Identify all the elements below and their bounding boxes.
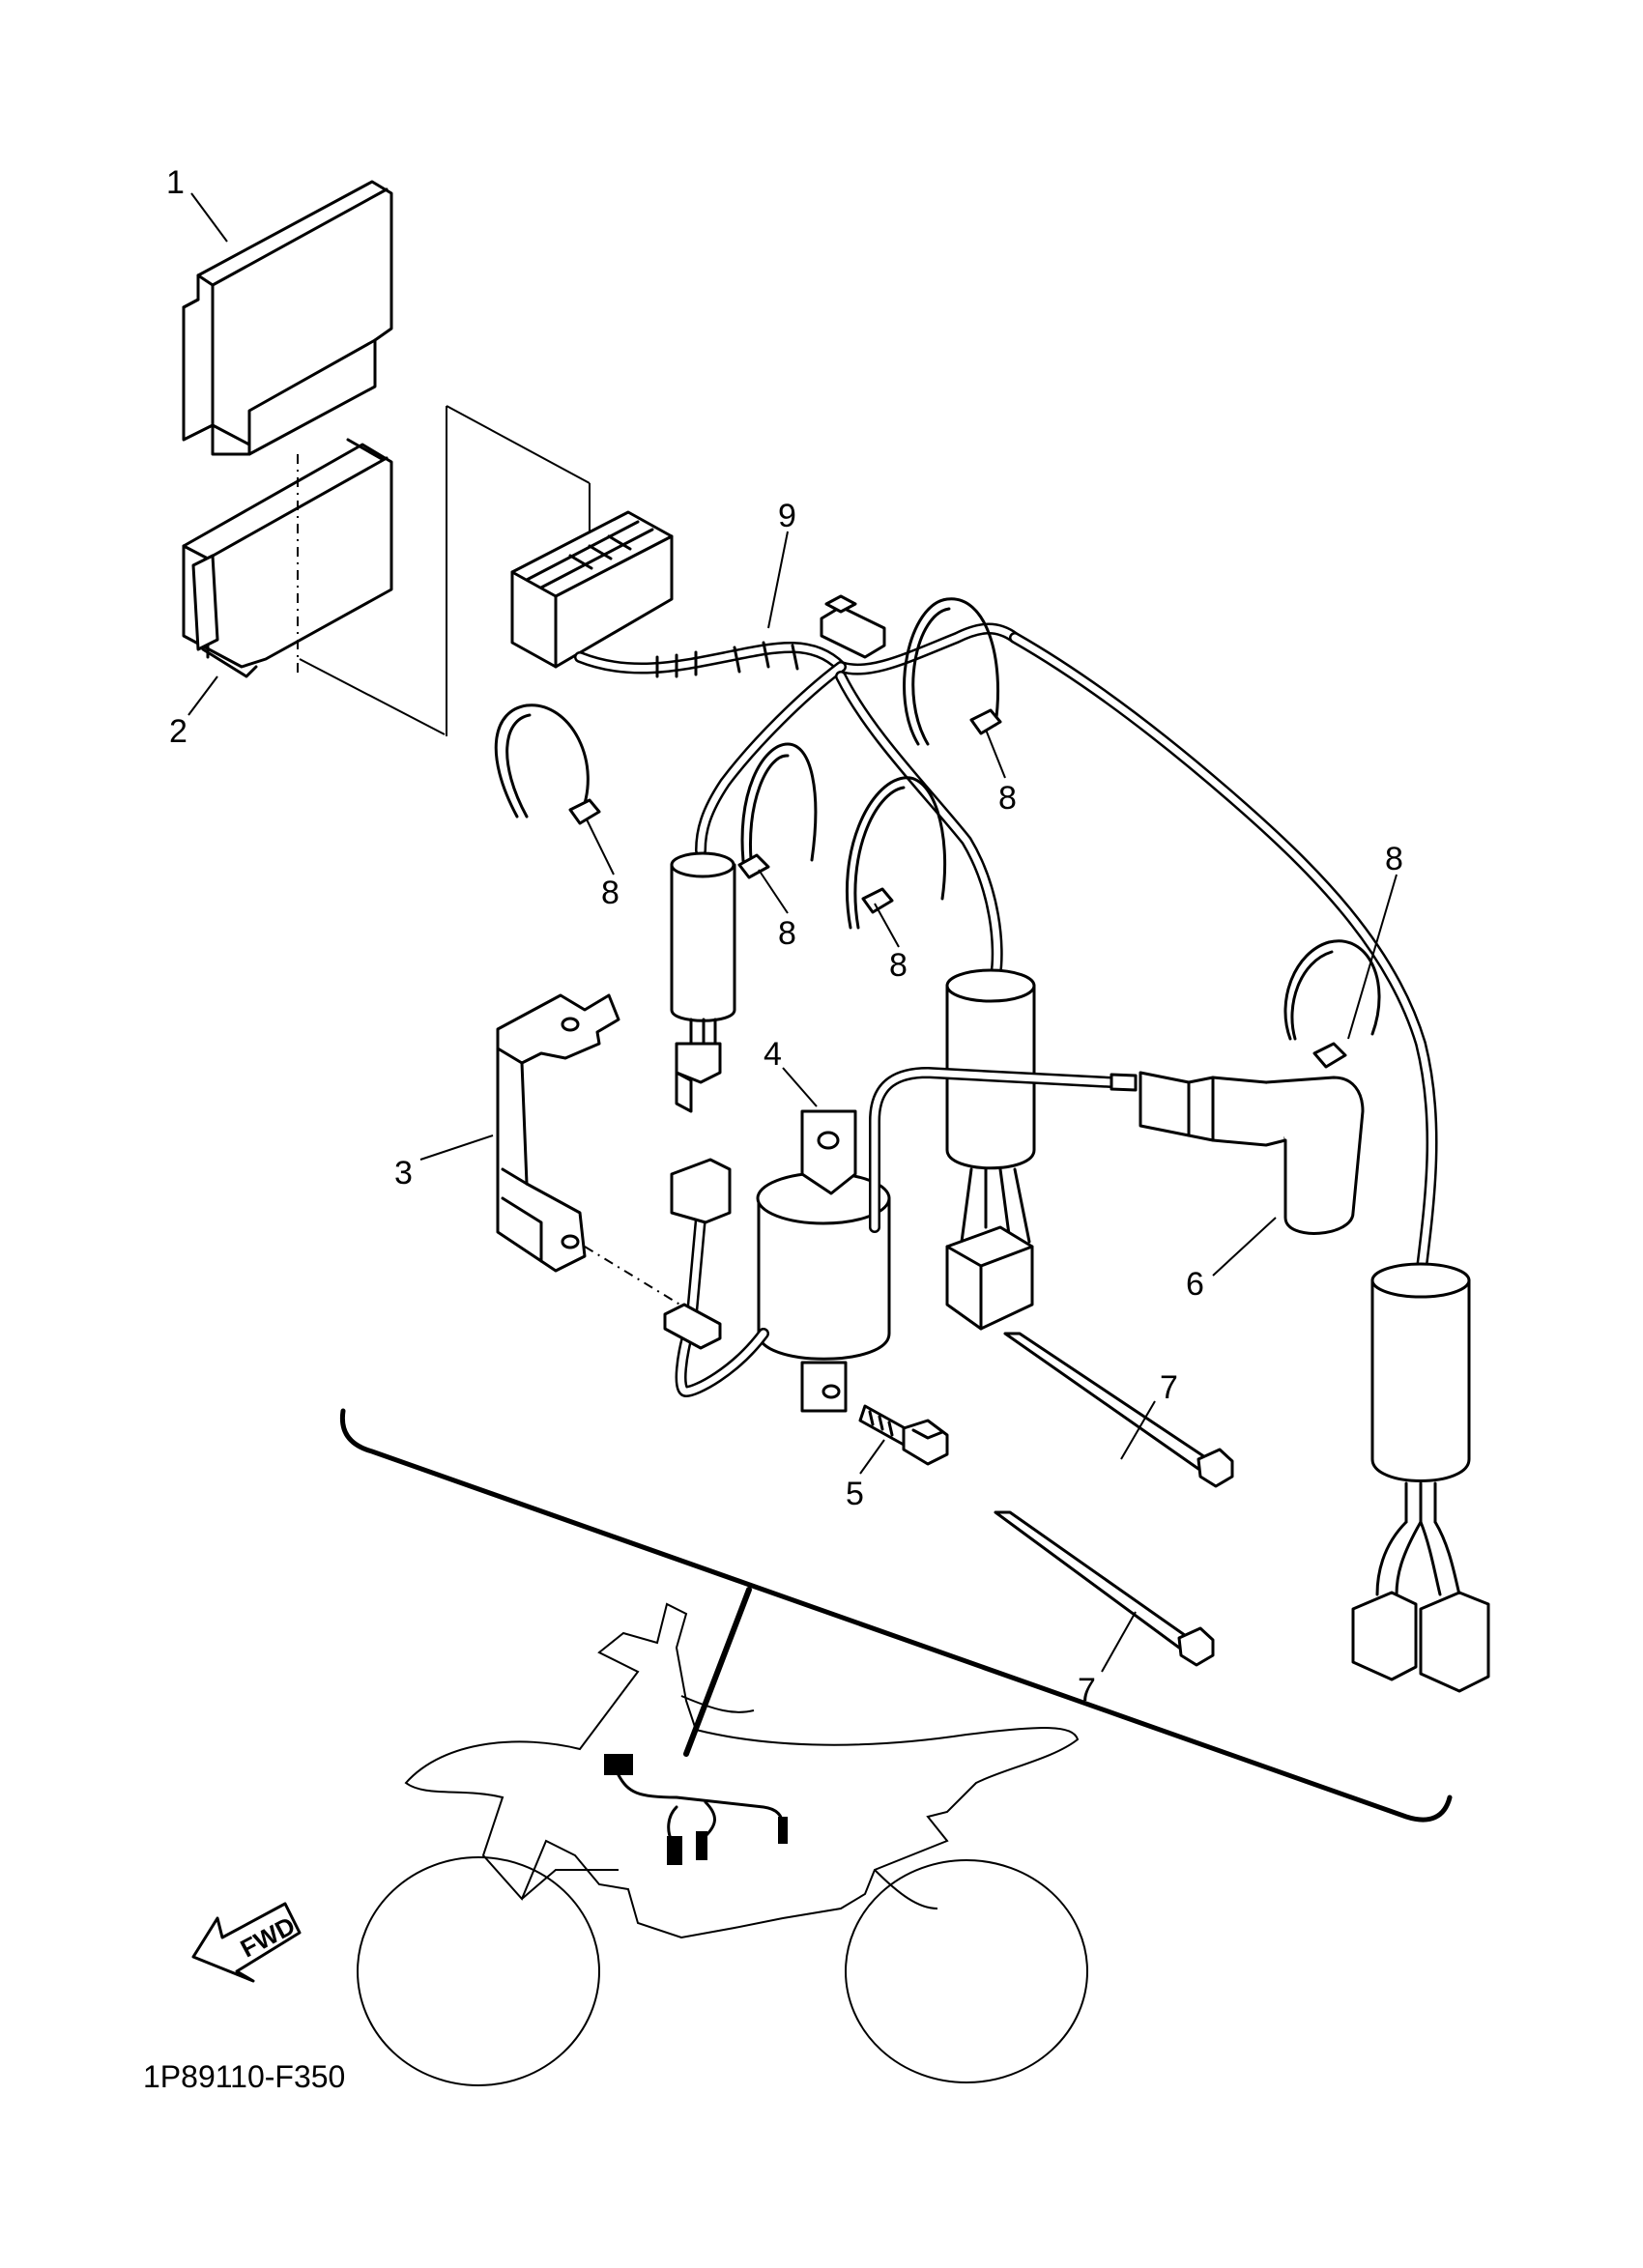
callout-1: 1 <box>166 164 185 201</box>
clamp-part[interactable] <box>845 776 947 930</box>
clamp-part[interactable] <box>494 703 601 825</box>
leader-lines <box>187 192 1398 1673</box>
callout-7a: 7 <box>1160 1369 1178 1406</box>
clamp-part[interactable] <box>737 742 818 879</box>
clamp-part[interactable] <box>1283 939 1381 1069</box>
callout-7b: 7 <box>1078 1672 1096 1708</box>
cdi-bracket-part[interactable] <box>182 438 393 678</box>
callout-8b: 8 <box>778 915 796 952</box>
inset-bracket <box>339 1408 1453 1823</box>
callout-4: 4 <box>764 1036 782 1073</box>
wire-harness-part[interactable] <box>510 510 1438 1281</box>
callout-8c: 8 <box>889 947 908 984</box>
callout-8e: 8 <box>1385 841 1403 877</box>
callout-9: 9 <box>778 498 796 534</box>
callout-3: 3 <box>394 1155 413 1191</box>
ignition-coil-part[interactable] <box>663 1067 1138 1413</box>
forward-arrow-icon: FWD <box>191 1902 302 1983</box>
diagram-code: 1P89110-F350 <box>143 2059 345 2094</box>
bolt-part[interactable] <box>858 1404 949 1466</box>
cdi-unit-part[interactable] <box>182 180 393 456</box>
cable-tie-part[interactable] <box>994 1510 1215 1667</box>
callout-6: 6 <box>1186 1266 1204 1303</box>
spark-plug-cap-part[interactable] <box>1139 1071 1365 1235</box>
harness-center-filter <box>945 968 1036 1331</box>
clamp-part[interactable] <box>903 597 1002 746</box>
harness-right-filter <box>1351 1262 1490 1693</box>
callout-2: 2 <box>169 713 187 750</box>
cable-tie-part[interactable] <box>1003 1332 1234 1488</box>
motorcycle-locator-silhouette <box>357 1602 1088 2086</box>
leader-line <box>299 658 446 735</box>
callout-8d: 8 <box>998 780 1017 817</box>
callout-8a: 8 <box>601 875 620 911</box>
inset-pointer <box>683 1587 752 1757</box>
ignition-coil-bracket-part[interactable] <box>496 993 620 1273</box>
harness-left-filter <box>670 851 736 1113</box>
callout-5: 5 <box>846 1476 864 1512</box>
